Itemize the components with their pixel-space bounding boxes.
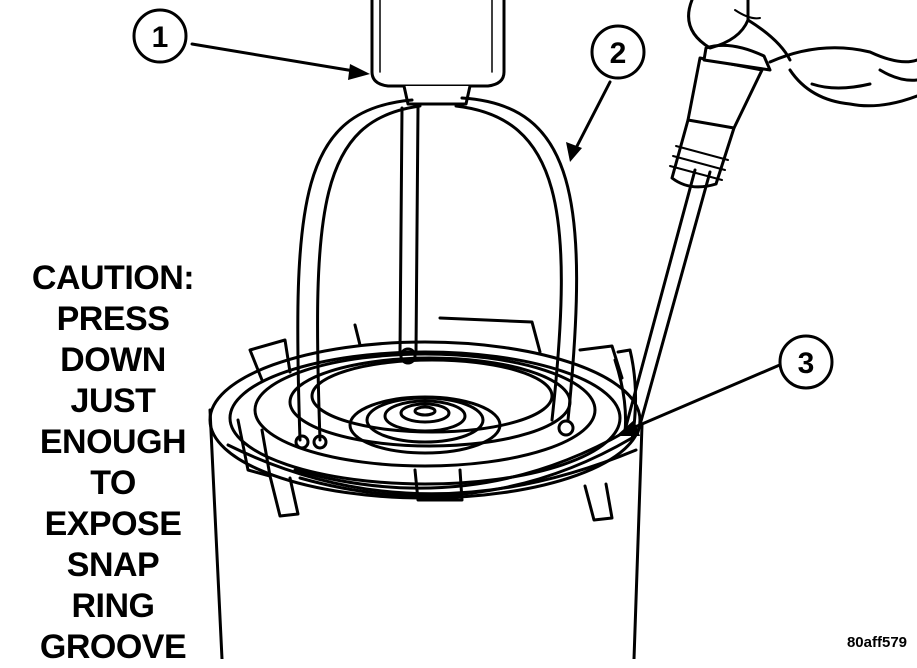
- caution-line: PRESS: [56, 300, 170, 338]
- callout-circle-2: [590, 24, 646, 80]
- clutch-drum: [208, 316, 644, 659]
- caution-line: DOWN: [60, 341, 166, 379]
- leader-arrow-3: [626, 362, 784, 432]
- press-ram: [370, 0, 506, 106]
- leader-arrow-2: [573, 80, 612, 152]
- caution-line: EXPOSE: [44, 505, 182, 543]
- leader-arrows: [190, 42, 784, 436]
- spring-compressor-tool: [294, 96, 579, 450]
- caution-line: GROOVE: [39, 628, 187, 666]
- figure-code: 80aff579: [846, 634, 907, 651]
- caution-line: RING: [71, 587, 156, 625]
- callout-circle-1: [132, 8, 188, 64]
- callout-label-2: 2: [610, 37, 627, 70]
- callout-circle-3: [778, 334, 834, 390]
- callout-label-3: 3: [798, 347, 815, 380]
- leader-arrow-1: [190, 42, 362, 74]
- caution-line: TO: [90, 464, 136, 502]
- caution-line: CAUTION:: [31, 259, 195, 297]
- caution-line: SNAP: [66, 546, 160, 584]
- hand: [687, 0, 917, 108]
- caution-note: CAUTION: PRESS DOWN JUST ENOUGH TO EXPOS…: [8, 258, 218, 668]
- screwdriver: [623, 43, 772, 434]
- caution-line: JUST: [70, 382, 156, 420]
- callout-circles: [132, 8, 834, 390]
- caution-line: ENOUGH: [39, 423, 187, 461]
- callout-label-1: 1: [152, 21, 169, 54]
